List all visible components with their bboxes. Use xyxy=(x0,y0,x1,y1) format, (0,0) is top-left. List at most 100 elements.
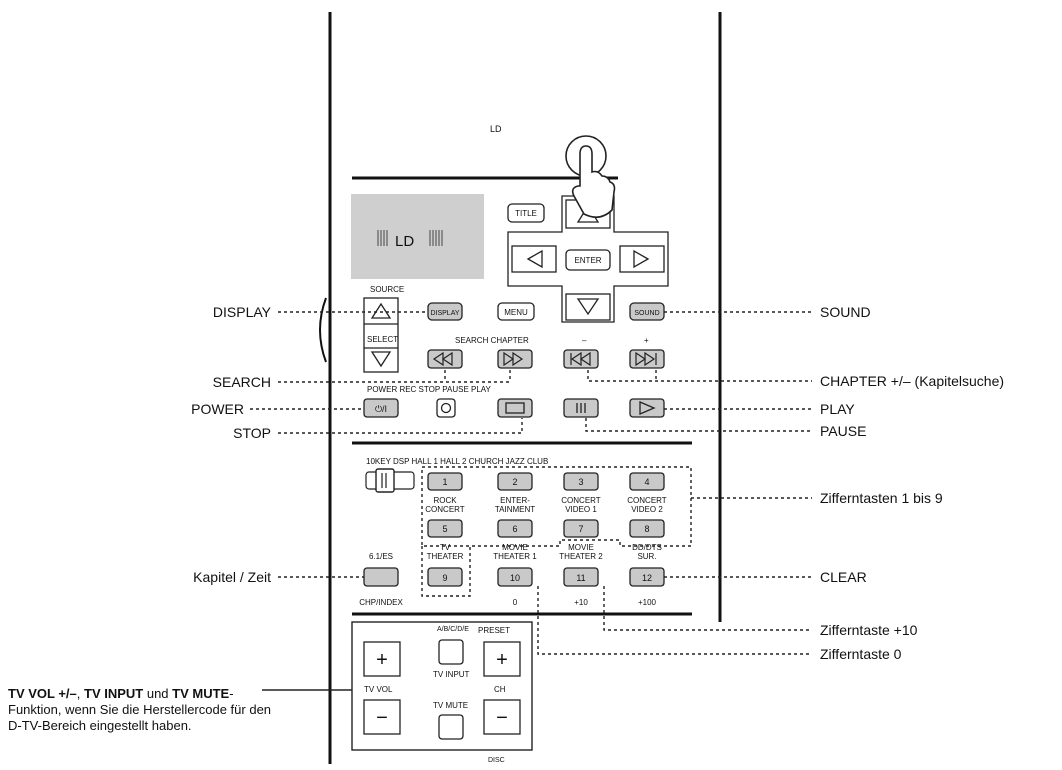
svg-text:ENTER-: ENTER- xyxy=(500,496,530,505)
chapter-plus-label: + xyxy=(644,336,649,345)
chapter-minus-label: – xyxy=(582,336,587,345)
svg-text:9: 9 xyxy=(442,573,447,583)
svg-text:MOVIE: MOVIE xyxy=(568,543,594,552)
transport-labels: POWER REC STOP PAUSE PLAY xyxy=(367,385,492,394)
lcd-text: LD xyxy=(395,233,414,250)
tv-vol-minus-button[interactable] xyxy=(363,699,401,735)
key-7[interactable] xyxy=(563,519,599,538)
pointing-hand-icon xyxy=(565,135,616,218)
svg-text:+10: +10 xyxy=(574,598,588,607)
enter-button-label: ENTER xyxy=(574,256,601,265)
skip-forward-icon xyxy=(635,351,657,367)
down-arrow-icon xyxy=(576,298,600,316)
stop-button[interactable] xyxy=(497,398,533,418)
svg-text:8: 8 xyxy=(644,524,649,534)
svg-text:THEATER: THEATER xyxy=(427,552,464,561)
lcd-bars xyxy=(377,230,443,246)
stop-icon xyxy=(505,402,525,414)
left-button[interactable] xyxy=(511,245,557,273)
title-button[interactable] xyxy=(507,203,545,223)
es-label: 6.1/ES xyxy=(369,552,393,561)
source-up-icon[interactable] xyxy=(370,302,392,319)
key-10[interactable] xyxy=(497,567,533,587)
callout-display: DISPLAY xyxy=(213,304,272,320)
switch-knob[interactable] xyxy=(375,468,395,493)
svg-text:DD/DTS: DD/DTS xyxy=(632,543,662,552)
abcde-label: A/B/C/D/E xyxy=(437,626,469,633)
tv-input-label: TV INPUT xyxy=(433,670,470,679)
chp-index-button[interactable] xyxy=(363,567,399,587)
power-button[interactable] xyxy=(363,398,399,418)
chapter-next-button[interactable] xyxy=(629,349,665,369)
svg-text:2: 2 xyxy=(512,477,517,487)
key-1[interactable] xyxy=(427,472,463,491)
key-5[interactable] xyxy=(427,519,463,538)
callout-pause: PAUSE xyxy=(820,423,866,439)
callout-ziffern-1-9: Zifferntasten 1 bis 9 xyxy=(820,490,943,506)
svg-text:MOVIE: MOVIE xyxy=(502,543,528,552)
key-8[interactable] xyxy=(629,519,665,538)
svg-text:12: 12 xyxy=(642,573,652,583)
callout-sound: SOUND xyxy=(820,304,871,320)
source-label: SOURCE xyxy=(370,285,404,294)
key-6[interactable] xyxy=(497,519,533,538)
ch-label: CH xyxy=(494,685,506,694)
menu-button[interactable] xyxy=(497,302,535,321)
svg-text:10: 10 xyxy=(510,573,520,583)
svg-text:7: 7 xyxy=(578,524,583,534)
callout-search: SEARCH xyxy=(213,374,271,390)
search-fwd-button[interactable] xyxy=(497,349,533,369)
key-4[interactable] xyxy=(629,472,665,491)
callout-power: POWER xyxy=(191,401,244,417)
svg-text:5: 5 xyxy=(442,524,447,534)
numeric-keypad: 1 2 3 4 ROCK CONCERT ENTER- TAINMENT CON… xyxy=(359,472,667,607)
tv-mute-button[interactable] xyxy=(438,714,464,740)
search-rev-button[interactable] xyxy=(427,349,463,369)
key-2[interactable] xyxy=(497,472,533,491)
callout-play: PLAY xyxy=(820,401,855,417)
svg-text:+: + xyxy=(496,649,508,671)
svg-text:TAINMENT: TAINMENT xyxy=(495,505,535,514)
play-icon xyxy=(639,401,656,415)
tv-vol-label: TV VOL xyxy=(364,685,393,694)
dsp-header: 10KEY DSP HALL 1 HALL 2 CHURCH JAZZ CLUB xyxy=(366,457,548,466)
preset-label: PRESET xyxy=(478,626,510,635)
key-9[interactable] xyxy=(427,567,463,587)
key-3[interactable] xyxy=(563,472,599,491)
rec-button[interactable] xyxy=(436,398,456,418)
svg-text:TV: TV xyxy=(440,543,451,552)
svg-text:VIDEO 1: VIDEO 1 xyxy=(565,505,597,514)
ld-label: LD xyxy=(490,124,502,134)
svg-text:3: 3 xyxy=(578,477,583,487)
down-button[interactable] xyxy=(565,293,611,321)
svg-text:1: 1 xyxy=(442,477,447,487)
right-button[interactable] xyxy=(619,245,665,273)
display-button[interactable] xyxy=(427,302,463,321)
play-button[interactable] xyxy=(629,398,665,418)
svg-text:THEATER 1: THEATER 1 xyxy=(493,552,537,561)
callout-clear: CLEAR xyxy=(820,569,867,585)
lead-plus10 xyxy=(603,586,812,631)
chp-index-label: CHP/INDEX xyxy=(359,598,403,607)
ch-plus-button[interactable] xyxy=(483,641,521,677)
svg-text:+100: +100 xyxy=(638,598,657,607)
display-button-label: DISPLAY xyxy=(430,310,459,317)
svg-text:0: 0 xyxy=(513,598,518,607)
tv-input-button[interactable] xyxy=(438,639,464,665)
tv-vol-plus-button[interactable] xyxy=(363,641,401,677)
right-arrow-icon xyxy=(633,249,650,269)
side-bump xyxy=(319,297,327,363)
ch-minus-button[interactable] xyxy=(483,699,521,735)
svg-text:THEATER 2: THEATER 2 xyxy=(559,552,603,561)
callout-kapitel-zeit: Kapitel / Zeit xyxy=(193,569,271,585)
lead-chapter xyxy=(587,370,812,382)
source-select-frame xyxy=(363,297,399,373)
search-chapter-label: SEARCH CHAPTER xyxy=(455,336,529,345)
callout-ziffer-0: Zifferntaste 0 xyxy=(820,646,902,662)
source-down-icon[interactable] xyxy=(370,351,392,368)
enter-button[interactable] xyxy=(565,249,611,271)
lead-search-drop xyxy=(444,370,511,382)
key-11[interactable] xyxy=(563,567,599,587)
sound-button-label: SOUND xyxy=(634,310,659,317)
